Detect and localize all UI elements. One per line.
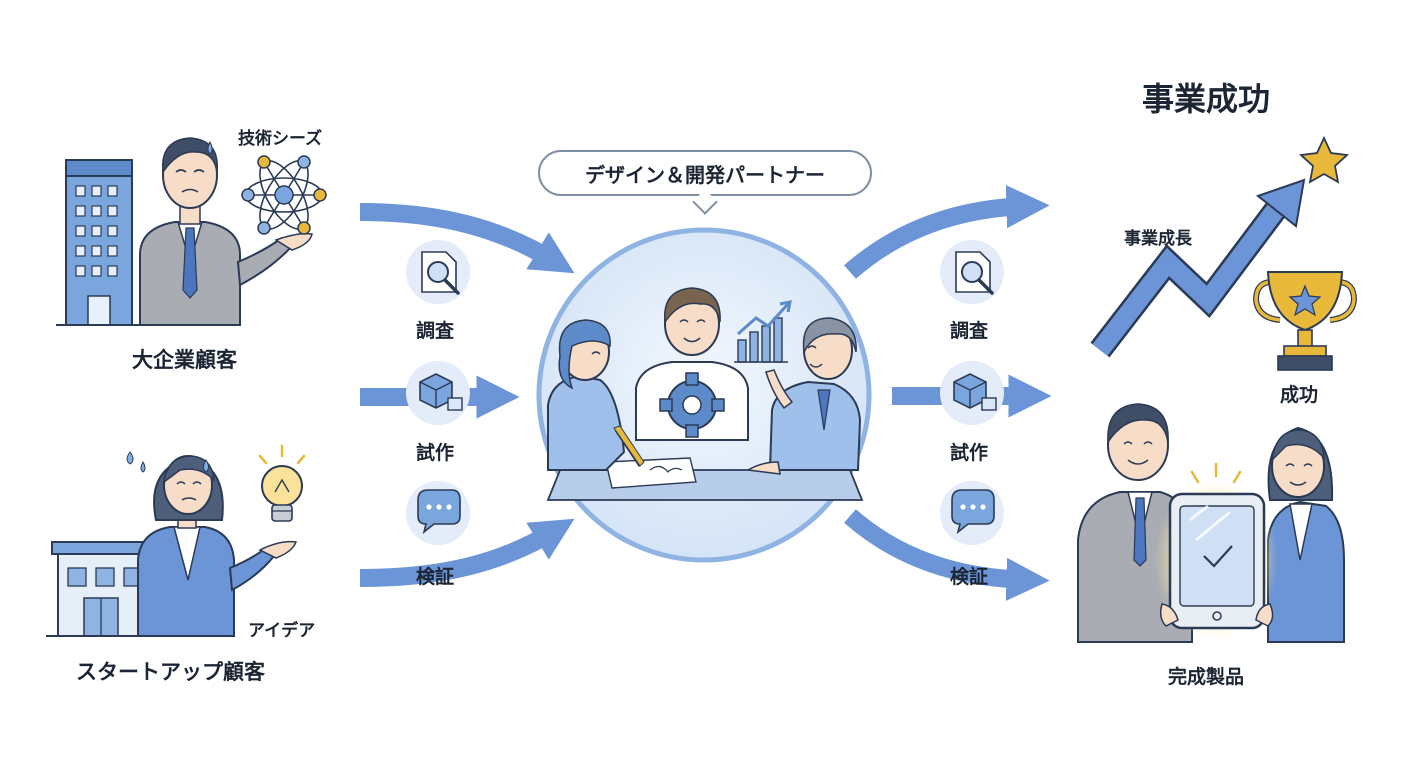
partner-team-illustration (536, 227, 872, 563)
business-growth-label: 事業成長 (1124, 229, 1192, 249)
process-out-research-icon (940, 240, 1004, 304)
completed-product-label: 完成製品 (1168, 666, 1245, 688)
office-building-icon (56, 159, 150, 326)
process-in-verify-label: 検証 (416, 566, 455, 588)
process-in-verify-icon (406, 481, 470, 545)
tech-seeds-network-icon (241, 155, 327, 235)
business-success-title: 事業成功 (1142, 80, 1271, 118)
process-out-verify-label: 検証 (950, 566, 989, 588)
star-icon (1298, 135, 1350, 184)
arrow-enterprise-to-partner (359, 203, 575, 274)
arrow-startup-to-partner (359, 518, 575, 587)
process-out-research-label: 調査 (950, 320, 989, 342)
arrow-partner-to-growth (844, 185, 1050, 279)
process-out-verify-icon (940, 481, 1004, 545)
process-in-prototype-label: 試作 (416, 442, 455, 464)
process-out-prototype-label: 試作 (950, 442, 989, 464)
process-in-research-icon (406, 240, 470, 304)
idea-label: アイデア (248, 621, 316, 641)
trophy-icon (1252, 271, 1358, 371)
partner-label: デザイン＆開発パートナー (585, 162, 825, 187)
enterprise-client-label: 大企業顧客 (132, 348, 237, 372)
tech-seeds-label: 技術シーズ (238, 129, 323, 149)
idea-lightbulb-icon (258, 444, 306, 522)
success-label: 成功 (1280, 384, 1319, 406)
completed-product-handover (1077, 403, 1345, 643)
process-out-prototype-icon (940, 361, 1004, 425)
partner-label-bubble: デザイン＆開発パートナー (538, 150, 872, 196)
startup-client-label: スタートアップ顧客 (76, 660, 265, 684)
arrow-partner-to-product (844, 509, 1050, 601)
enterprise-client-person (139, 137, 313, 326)
process-in-research-label: 調査 (416, 320, 455, 342)
business-growth-arrow-icon (1090, 178, 1306, 358)
startup-client-person (126, 451, 298, 637)
process-in-prototype-icon (406, 361, 470, 425)
